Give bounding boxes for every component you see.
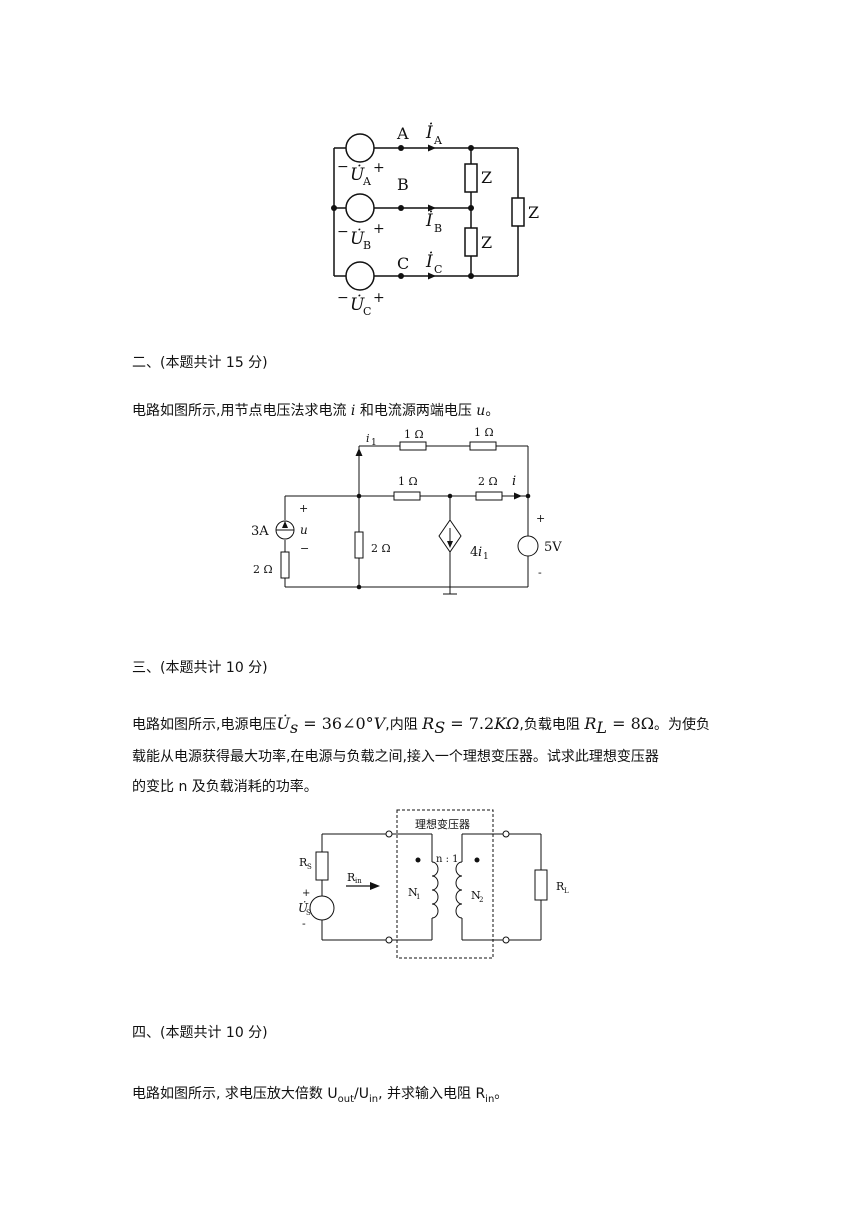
uc-plus: + xyxy=(373,290,385,306)
i1-sub: 1 xyxy=(371,438,377,448)
q3-line1: 电路如图所示,电源电压U̇s = 36∠0°V,内阻 RS = 7.2KΩ,负载… xyxy=(132,714,710,737)
impedance-z1-label: Z xyxy=(481,168,492,187)
n1-label: N xyxy=(408,886,418,899)
rs-value: = 7.2 xyxy=(445,714,495,733)
r-mid1-label: 1 Ω xyxy=(398,475,418,488)
rin-label: R xyxy=(347,871,356,884)
us-plus: + xyxy=(302,888,310,899)
current-ic-sub: C xyxy=(434,263,442,276)
q4-text-a: 电路如图所示, 求电压放大倍数 U xyxy=(132,1086,338,1102)
current-ic-label: İ xyxy=(425,251,433,272)
r-top2-label: 1 Ω xyxy=(474,426,494,439)
rs-symbol: R xyxy=(422,714,435,733)
us-unit: V xyxy=(373,714,386,733)
q4-text-d: 。 xyxy=(494,1086,509,1102)
rin-sub: in xyxy=(485,1093,495,1105)
voltage-uc-sub: C xyxy=(363,305,371,318)
rs-sub: S xyxy=(434,717,446,737)
us-fig-sub: S xyxy=(306,909,311,917)
q3-line3: 的变比 n 及负载消耗的功率。 xyxy=(132,779,318,795)
r-shunt-label: 2 Ω xyxy=(371,542,391,555)
impedance-z3-label: Z xyxy=(528,203,539,222)
ub-plus: + xyxy=(373,221,385,237)
rl-sub: L xyxy=(564,887,569,895)
current-ib-label: İ xyxy=(425,210,433,231)
transformer-box-label: 理想变压器 xyxy=(415,817,470,831)
ua-minus: − xyxy=(337,159,349,175)
voltage-ub-label: U̇ xyxy=(350,229,365,249)
u-label: u xyxy=(300,523,308,537)
rl-symbol: R xyxy=(584,714,597,733)
u-minus: − xyxy=(300,542,309,555)
node-c-label: C xyxy=(397,254,409,273)
u-plus: + xyxy=(299,502,308,515)
voltage-ua-label: U̇ xyxy=(350,165,365,185)
us-symbol: U̇ xyxy=(276,714,290,733)
q2-text-a: 电路如图所示,用节点电压法求电流 xyxy=(132,403,351,419)
current-source-label: 3A xyxy=(251,524,269,539)
us-fig-label: U̇ xyxy=(298,900,309,915)
i-label: i xyxy=(512,474,516,489)
q4-question: 电路如图所示, 求电压放大倍数 Uout/Uin, 并求输入电阻 Rin。 xyxy=(132,1083,508,1105)
rs-label-sub: S xyxy=(307,863,312,871)
dep-source-sub: 1 xyxy=(483,552,489,562)
rl-value: = 8Ω xyxy=(607,714,655,733)
impedance-z2-label: Z xyxy=(481,233,492,252)
turns-ratio-label: n : 1 xyxy=(436,854,459,865)
uin-sub: in xyxy=(368,1093,379,1105)
n2-sub: 2 xyxy=(479,896,483,904)
r-left-label: 2 Ω xyxy=(253,563,273,576)
q3-line1-d: 。为使负 xyxy=(654,717,711,733)
q3-line1-a: 电路如图所示,电源电压 xyxy=(132,717,277,733)
q3-line1-b: ,内阻 xyxy=(385,717,423,733)
q4-heading: 四、(本题共计 10 分) xyxy=(132,1025,268,1041)
n1-sub: 1 xyxy=(416,893,420,901)
n2-label: N xyxy=(471,889,481,902)
q2-text-c: 。 xyxy=(485,403,500,419)
node-b-label: B xyxy=(397,175,409,194)
q3-heading: 三、(本题共计 10 分) xyxy=(132,660,268,676)
us-minus: - xyxy=(302,917,306,930)
dep-source-var: i xyxy=(478,545,482,560)
q2-heading: 二、(本题共计 15 分) xyxy=(132,355,268,371)
current-ib-sub: B xyxy=(434,222,442,235)
q3-line1-c: ,负载电阻 xyxy=(519,717,585,733)
q4-text-b: /U xyxy=(354,1086,369,1102)
dep-source-coef: 4 xyxy=(470,545,478,560)
rs-label: R xyxy=(299,856,308,869)
us-sub: s xyxy=(289,717,299,737)
q2-var-u: u xyxy=(476,403,486,419)
ua-plus: + xyxy=(373,160,385,176)
node-a-label: A xyxy=(396,124,409,143)
q2-var-i: i xyxy=(350,403,356,419)
q3-line2: 载能从电源获得最大功率,在电源与负载之间,接入一个理想变压器。试求此理想变压器 xyxy=(132,749,659,765)
uout-sub: out xyxy=(337,1093,354,1105)
i1-label: i xyxy=(366,432,370,445)
rl-sub: L xyxy=(596,717,607,737)
q2-text-b: 和电流源两端电压 xyxy=(355,403,477,419)
three-phase-circuit-figure: A B C İ A İ B İ C − U̇ A + − U̇ B + − U̇… xyxy=(331,122,539,318)
rin-label-sub: in xyxy=(355,877,362,885)
r-top1-label: 1 Ω xyxy=(404,428,424,441)
voltage-ub-sub: B xyxy=(363,239,371,252)
ub-minus: − xyxy=(337,224,349,240)
voltage-uc-label: U̇ xyxy=(350,295,365,315)
voltage-ua-sub: A xyxy=(362,175,372,188)
voltage-source-label: 5V xyxy=(544,540,562,555)
q2-question: 电路如图所示,用节点电压法求电流 i 和电流源两端电压 u。 xyxy=(132,400,499,420)
rs-unit: KΩ xyxy=(494,714,520,733)
rl-label: R xyxy=(556,880,565,893)
current-ia-sub: A xyxy=(433,134,443,147)
us-value: = 36∠0° xyxy=(298,714,374,733)
q4-text-c: , 并求输入电阻 R xyxy=(378,1086,486,1102)
current-ia-label: İ xyxy=(425,122,433,143)
r-mid2-label: 2 Ω xyxy=(478,475,498,488)
uc-minus: − xyxy=(337,290,349,306)
v-plus: + xyxy=(536,512,545,525)
v-minus: - xyxy=(538,566,542,579)
